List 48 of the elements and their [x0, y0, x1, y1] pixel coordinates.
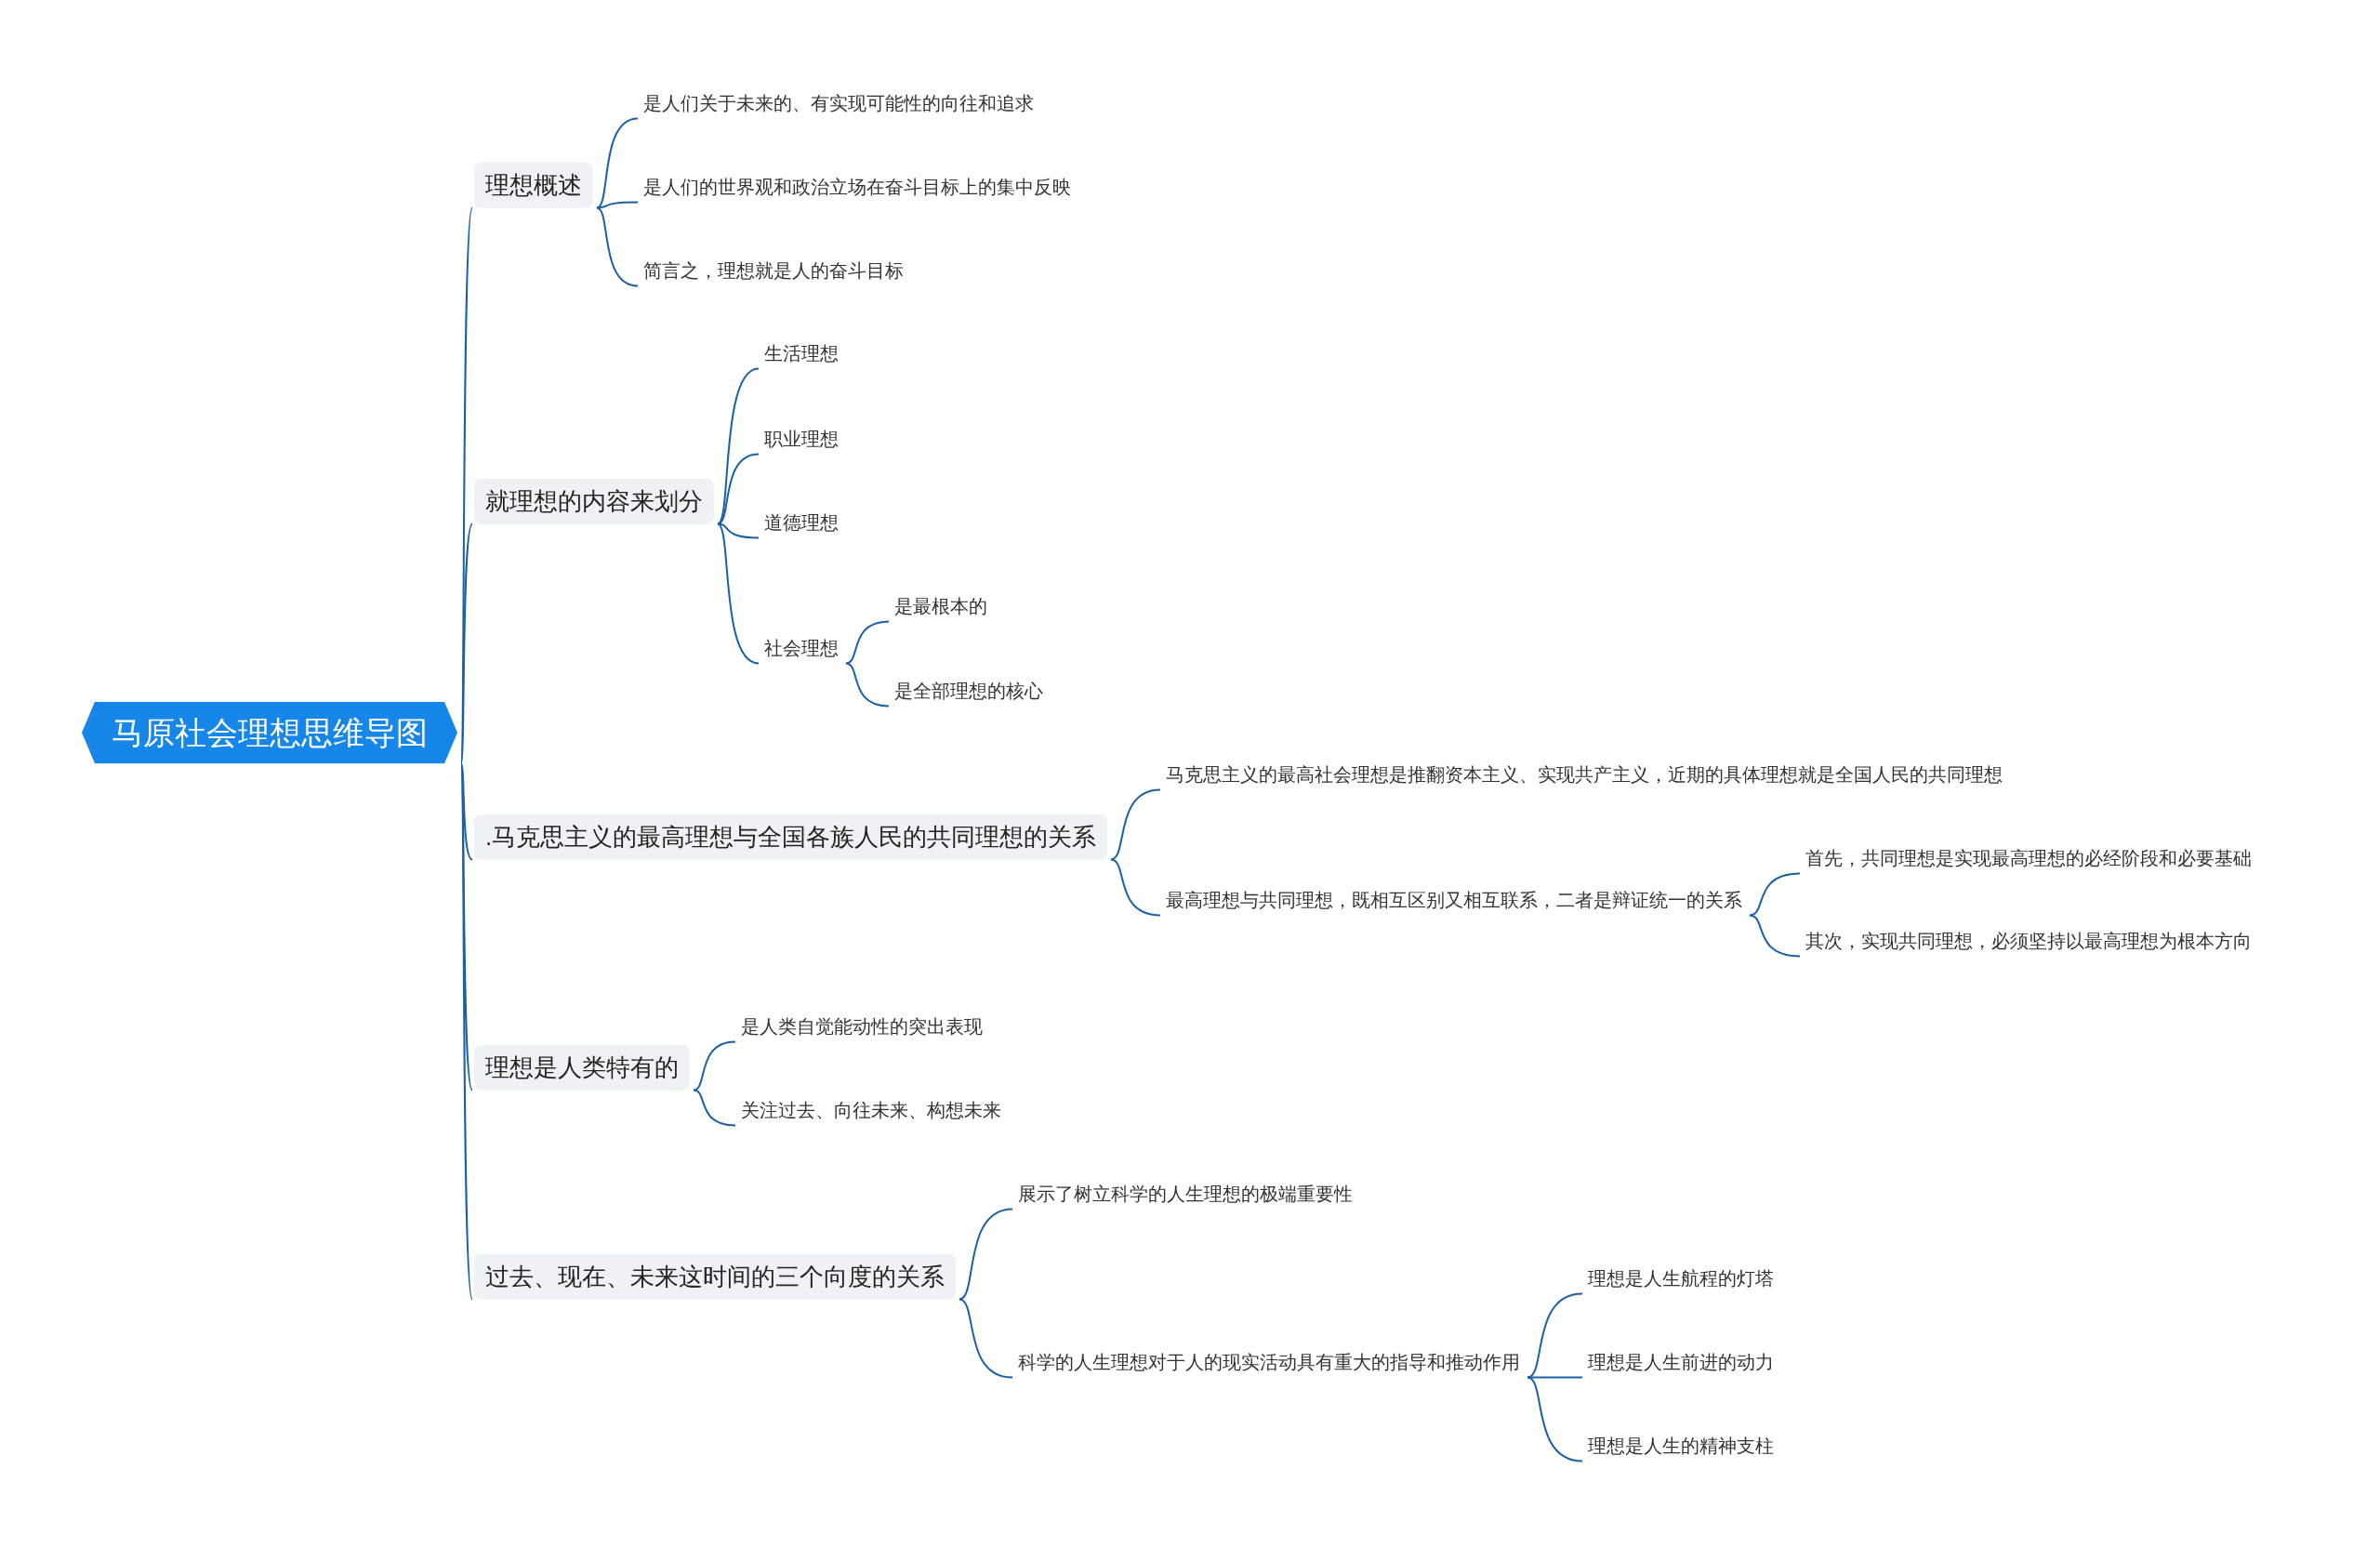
subtopic-text: 展示了树立科学的人生理想的极端重要性 — [1014, 1178, 1356, 1210]
connector-line — [959, 1208, 1013, 1301]
subtopic-text: 是人类自觉能动性的突出表现 — [737, 1011, 986, 1042]
subtopic-text: 社会理想 — [760, 632, 842, 664]
connector-line — [596, 117, 639, 209]
subtopic-text: 是全部理想的核心 — [891, 675, 1047, 707]
subtopic-text: 理想是人生前进的动力 — [1584, 1346, 1778, 1378]
subtopic-text: 是人们关于未来的、有实现可能性的向往和追求 — [640, 87, 1038, 119]
connector-line — [460, 523, 473, 765]
subtopic-text: 生活理想 — [760, 337, 842, 369]
connector-line — [845, 620, 890, 665]
connector-line — [717, 523, 760, 539]
connector-line — [596, 201, 639, 209]
branch-topic: 就理想的内容来划分 — [474, 478, 714, 524]
subtopic-text: 理想是人生的精神支柱 — [1584, 1430, 1778, 1462]
connector-line — [693, 1089, 736, 1127]
branch-topic: 理想是人类特有的 — [474, 1044, 690, 1091]
subtopic-text: 简言之，理想就是人的奋斗目标 — [640, 255, 907, 286]
branch-topic: 理想概述 — [474, 162, 593, 208]
connector-line — [693, 1040, 736, 1092]
subtopic-text: 马克思主义的最高社会理想是推翻资本主义、实现共产主义，近期的具体理想就是全国人民的共同理想 — [1162, 759, 2006, 790]
subtopic-text: 最高理想与共同理想，既相互区别又相互联系，二者是辩证统一的关系 — [1162, 884, 1746, 916]
subtopic-text: 是最根本的 — [891, 590, 991, 622]
subtopic-text: 关注过去、向往未来、构想未来 — [737, 1094, 1005, 1126]
connector-line — [1110, 788, 1161, 861]
connector-line — [959, 1298, 1013, 1379]
subtopic-text: 其次，实现共同理想，必须坚持以最高理想为根本方向 — [1802, 925, 2255, 957]
connector-line — [845, 662, 890, 708]
branch-topic: 过去、现在、未来这时间的三个向度的关系 — [474, 1253, 956, 1300]
subtopic-text: 职业理想 — [760, 423, 842, 455]
connector-line — [717, 453, 760, 525]
connector-line — [1749, 872, 1801, 917]
connector-line — [460, 762, 473, 1301]
connector-line — [1749, 914, 1801, 958]
connector-line — [1527, 1376, 1583, 1462]
connector-line — [596, 206, 639, 287]
subtopic-text: 首先，共同理想是实现最高理想的必经阶段和必要基础 — [1802, 842, 2255, 874]
subtopic-text: 道德理想 — [760, 507, 842, 538]
connector-line — [717, 523, 760, 665]
branch-topic: .马克思主义的最高理想与全国各族人民的共同理想的关系 — [474, 814, 1108, 860]
connector-line — [460, 762, 473, 861]
connector-line — [717, 367, 760, 525]
root-topic: 马原社会理想思维导图 — [82, 701, 457, 764]
connector-line — [1110, 858, 1161, 917]
subtopic-text: 理想是人生航程的灯塔 — [1584, 1263, 1778, 1294]
subtopic-text: 是人们的世界观和政治立场在奋斗目标上的集中反映 — [640, 171, 1075, 203]
subtopic-text: 科学的人生理想对于人的现实活动具有重大的指导和推动作用 — [1014, 1346, 1524, 1378]
connector-line — [1527, 1292, 1583, 1379]
